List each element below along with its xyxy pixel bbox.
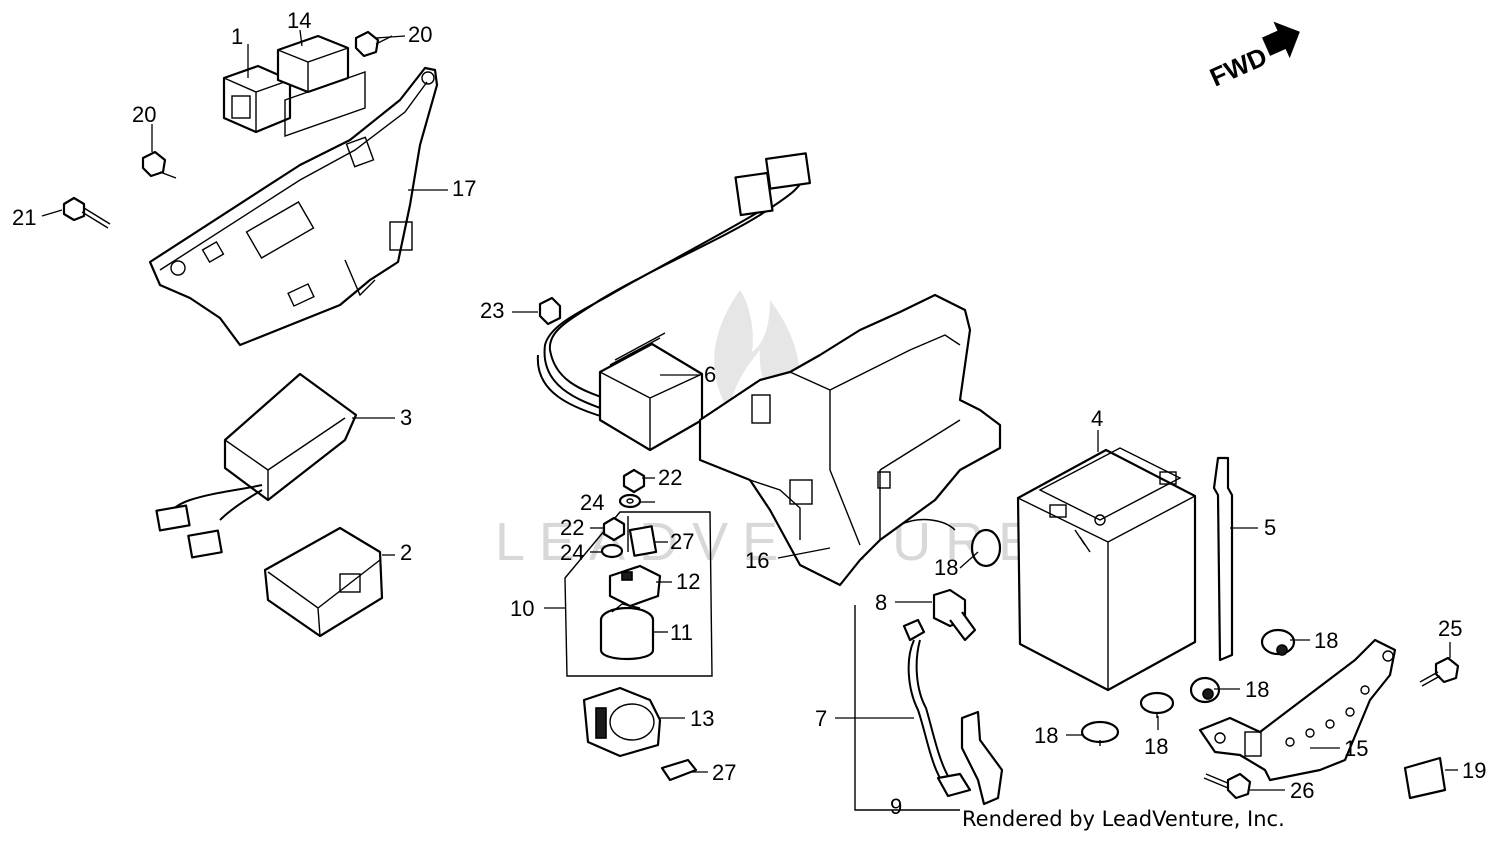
part-13-relay bbox=[582, 686, 662, 758]
callout-6: 6 bbox=[704, 362, 716, 387]
part-20-bolt-lower bbox=[141, 150, 177, 179]
callout-2: 2 bbox=[400, 540, 412, 565]
part-19-label bbox=[1403, 756, 1447, 800]
part-3-control-unit bbox=[155, 372, 358, 559]
callout-3: 3 bbox=[400, 405, 412, 430]
callout-20-lower: 20 bbox=[132, 102, 156, 127]
part-24-washer-upper bbox=[618, 493, 642, 509]
part-18-pad-a bbox=[970, 528, 1002, 568]
watermark: LEADVENTURE bbox=[495, 290, 1048, 572]
part-16-battery-tray bbox=[698, 293, 1002, 587]
callout-27-lower: 27 bbox=[712, 760, 736, 785]
callout-24-lower: 24 bbox=[560, 540, 584, 565]
part-22-nut-upper bbox=[622, 468, 646, 494]
part-27-fuse-lower bbox=[660, 758, 698, 782]
part-17-bracket-plate bbox=[148, 66, 439, 347]
leader-lines bbox=[41, 29, 1458, 791]
watermark-text: LEADVENTURE bbox=[495, 512, 1048, 572]
callout-19: 19 bbox=[1462, 758, 1486, 783]
callout-16: 16 bbox=[745, 548, 769, 573]
part-6-regulator bbox=[536, 152, 811, 452]
part-1-relay bbox=[222, 64, 292, 134]
fwd-arrow-icon: FWD bbox=[1205, 21, 1300, 92]
part-18-pad-c bbox=[1189, 676, 1221, 704]
callout-4: 4 bbox=[1091, 406, 1103, 431]
fwd-label: FWD bbox=[1205, 41, 1271, 92]
callout-17: 17 bbox=[452, 176, 476, 201]
callout-18-d: 18 bbox=[1144, 734, 1168, 759]
part-22-nut-lower bbox=[602, 516, 626, 542]
part-7-cable bbox=[902, 618, 972, 798]
callout-13: 13 bbox=[690, 706, 714, 731]
part-21-bolt bbox=[62, 196, 111, 229]
callout-23: 23 bbox=[480, 298, 504, 323]
part-18-pad-e bbox=[1080, 720, 1120, 746]
part-5-battery-band bbox=[1212, 456, 1234, 662]
part-25-bolt bbox=[1419, 656, 1460, 687]
callout-18-e: 18 bbox=[1034, 723, 1058, 748]
callout-9: 9 bbox=[890, 794, 902, 819]
part-26-bolt bbox=[1203, 772, 1252, 800]
callout-5: 5 bbox=[1264, 515, 1276, 540]
part-9-cover bbox=[960, 710, 1004, 806]
callout-1: 1 bbox=[231, 24, 243, 49]
part-15-bracket bbox=[1198, 638, 1397, 782]
callout-15: 15 bbox=[1344, 736, 1368, 761]
part-20-bolt-upper bbox=[354, 30, 393, 58]
callout-26: 26 bbox=[1290, 778, 1314, 803]
callout-labels: 1 14 20 20 21 17 3 2 23 6 22 24 22 24 27… bbox=[12, 8, 1486, 819]
part-18-pad-b bbox=[1260, 628, 1296, 656]
part-4-battery bbox=[1016, 447, 1197, 692]
part-18-pad-d bbox=[1139, 691, 1175, 718]
part-11-relay-body bbox=[599, 603, 655, 660]
callout-24-upper: 24 bbox=[580, 490, 604, 515]
part-7-8-9-cables bbox=[854, 588, 1004, 811]
part-14-module bbox=[276, 34, 366, 137]
callout-20-upper: 20 bbox=[408, 22, 432, 47]
part-10-starter-relay-group bbox=[564, 511, 713, 677]
callout-18-a: 18 bbox=[934, 555, 958, 580]
callout-22-upper: 22 bbox=[658, 465, 682, 490]
callout-27-upper: 27 bbox=[670, 529, 694, 554]
callout-22-lower: 22 bbox=[560, 515, 584, 540]
callout-12: 12 bbox=[676, 569, 700, 594]
callout-8: 8 bbox=[875, 590, 887, 615]
part-8-terminal bbox=[932, 588, 977, 642]
callout-11: 11 bbox=[670, 620, 693, 645]
callout-25: 25 bbox=[1438, 616, 1462, 641]
part-23-nut bbox=[538, 296, 562, 326]
callout-14: 14 bbox=[287, 8, 311, 33]
callout-21: 21 bbox=[12, 205, 36, 230]
callout-7: 7 bbox=[815, 706, 827, 731]
part-24-washer-lower bbox=[600, 543, 624, 559]
callout-10: 10 bbox=[510, 596, 534, 621]
part-2-flasher bbox=[263, 526, 384, 638]
part-12-connector bbox=[608, 564, 662, 608]
part-27-fuse-upper bbox=[628, 525, 658, 557]
credit-text: Rendered by LeadVenture, Inc. bbox=[962, 807, 1285, 831]
callout-18-c: 18 bbox=[1245, 677, 1269, 702]
callout-18-b: 18 bbox=[1314, 628, 1338, 653]
